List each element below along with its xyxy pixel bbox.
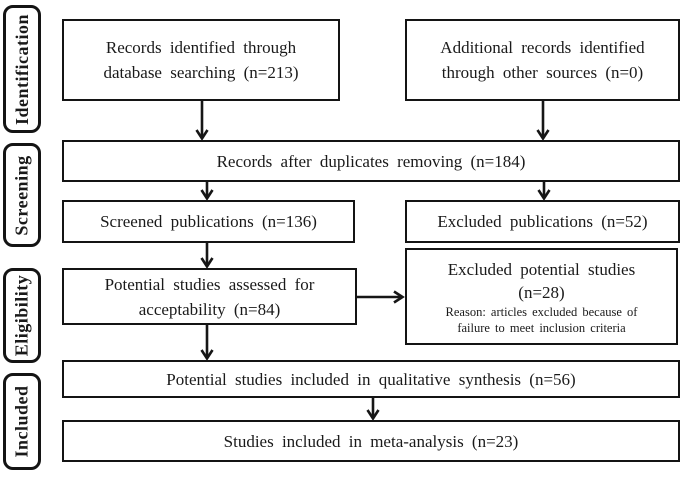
- arrow-additional-to-after-duplicates: [536, 101, 550, 141]
- stage-eligibility: Eligibility: [3, 268, 41, 363]
- arrow-after-duplicates-to-screened: [200, 182, 214, 201]
- arrow-qualitative-to-meta: [366, 398, 380, 421]
- box-additional-records: Additional records identified through ot…: [405, 19, 680, 101]
- box-after-duplicates-text: Records after duplicates removing (n=184…: [216, 151, 526, 171]
- stage-eligibility-label: Eligibility: [11, 274, 32, 357]
- arrow-records-to-after-duplicates: [195, 101, 209, 141]
- box-records-identified-line2: database searching (n=213): [103, 63, 299, 82]
- box-qualitative-synthesis-text: Potential studies included in qualitativ…: [166, 369, 576, 389]
- stage-identification-label: Identification: [11, 13, 32, 125]
- box-additional-records-line2: through other sources (n=0): [441, 63, 644, 82]
- box-assessed-line1: Potential studies assessed for: [104, 274, 315, 294]
- box-excluded-potential-title2: (n=28): [518, 282, 565, 302]
- arrow-assessed-to-qualitative: [200, 325, 214, 361]
- box-screened: Screened publications (n=136): [62, 200, 355, 243]
- box-excluded-potential: Excluded potential studies (n=28) Reason…: [405, 248, 678, 345]
- box-assessed-line2: acceptability (n=84): [138, 299, 281, 319]
- arrow-after-duplicates-to-excluded: [537, 182, 551, 201]
- arrow-assessed-to-excluded-potential: [357, 290, 405, 304]
- stage-screening-label: Screening: [11, 154, 32, 236]
- box-after-duplicates: Records after duplicates removing (n=184…: [62, 140, 680, 182]
- box-records-identified: Records identified through database sear…: [62, 19, 340, 101]
- box-excluded-publications: Excluded publications (n=52): [405, 200, 680, 243]
- box-qualitative-synthesis: Potential studies included in qualitativ…: [62, 360, 680, 398]
- box-records-identified-line1: Records identified through: [105, 38, 297, 57]
- box-assessed: Potential studies assessed for acceptabi…: [62, 268, 357, 325]
- box-screened-text: Screened publications (n=136): [100, 212, 317, 231]
- box-excluded-potential-reason2: failure to meet inclusion criteria: [457, 320, 626, 335]
- box-additional-records-line1: Additional records identified: [440, 38, 645, 57]
- box-excluded-potential-title1: Excluded potential studies: [447, 259, 636, 279]
- box-meta-analysis-text: Studies included in meta-analysis (n=23): [223, 431, 519, 451]
- box-meta-analysis: Studies included in meta-analysis (n=23): [62, 420, 680, 462]
- stage-identification: Identification: [3, 5, 41, 133]
- arrow-screened-to-assessed: [200, 243, 214, 269]
- box-excluded-potential-reason1: Reason: articles excluded because of: [445, 304, 638, 319]
- stage-included-label: Included: [11, 385, 32, 458]
- stage-screening: Screening: [3, 143, 41, 247]
- stage-included: Included: [3, 373, 41, 470]
- box-excluded-publications-text: Excluded publications (n=52): [437, 212, 648, 231]
